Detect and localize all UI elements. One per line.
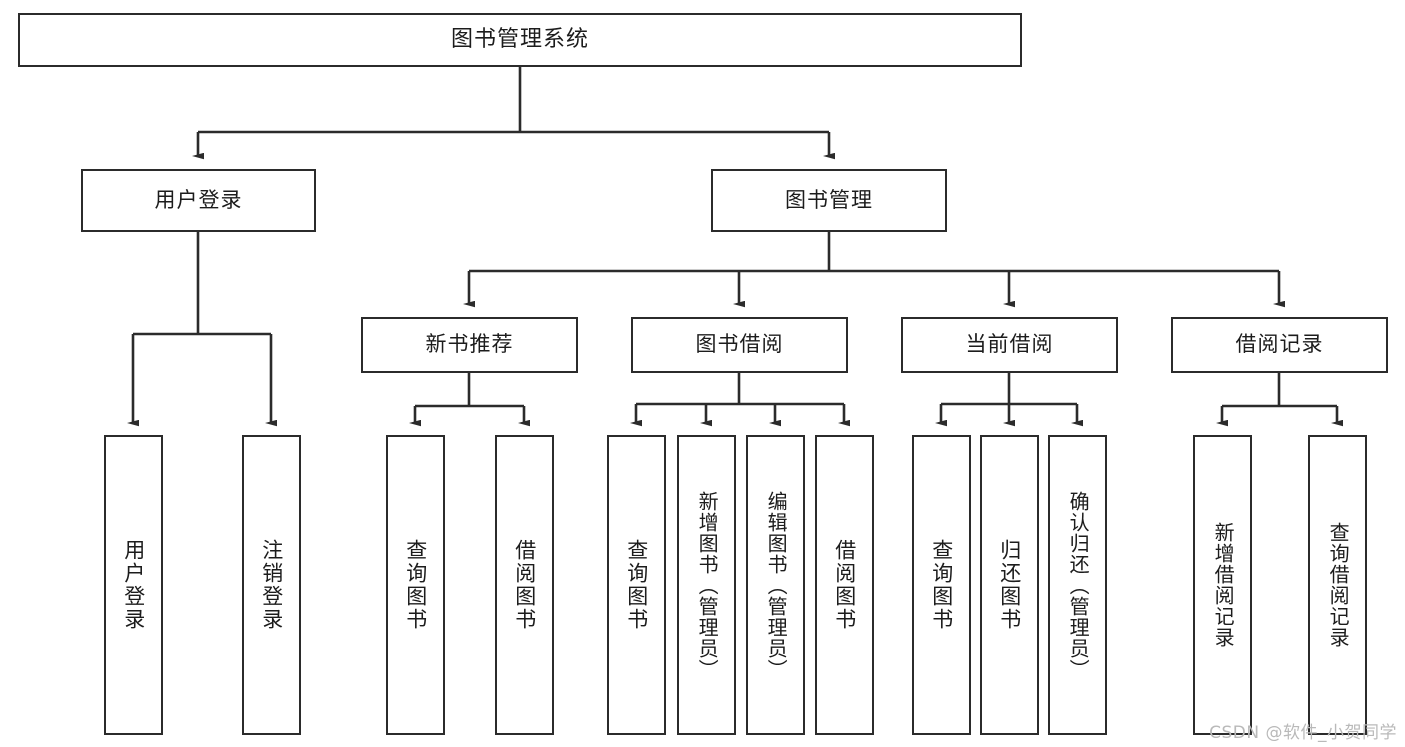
node-label: 用户登录 <box>121 539 146 631</box>
node-leaf-query-record[interactable]: 查询借阅记录 <box>1308 435 1367 735</box>
node-label: 注销登录 <box>259 539 284 631</box>
csdn-watermark: CSDN @软件_小贺同学 <box>1209 723 1397 743</box>
node-leaf-query-book-3[interactable]: 查询图书 <box>912 435 971 735</box>
node-label: 图书管理 <box>785 187 873 212</box>
node-label: 归还图书 <box>997 539 1022 631</box>
node-user-login[interactable]: 用户登录 <box>81 169 316 232</box>
node-borrow-record[interactable]: 借阅记录 <box>1171 317 1388 373</box>
node-label: 确认归还（管理员） <box>1066 490 1091 680</box>
node-label: 用户登录 <box>154 187 243 212</box>
node-label: 图书管理系统 <box>450 26 589 52</box>
node-label: 查询图书 <box>624 539 649 631</box>
node-leaf-add-record[interactable]: 新增借阅记录 <box>1193 435 1252 735</box>
node-book-borrow[interactable]: 图书借阅 <box>631 317 848 373</box>
node-new-book-recommend[interactable]: 新书推荐 <box>361 317 578 373</box>
node-label: 新书推荐 <box>425 332 514 357</box>
node-leaf-query-book-2[interactable]: 查询图书 <box>607 435 666 735</box>
node-leaf-add-book[interactable]: 新增图书（管理员） <box>677 435 736 735</box>
node-label: 编辑图书（管理员） <box>764 490 789 680</box>
node-leaf-confirm-return[interactable]: 确认归还（管理员） <box>1048 435 1107 735</box>
node-leaf-edit-book[interactable]: 编辑图书（管理员） <box>746 435 805 735</box>
node-label: 查询图书 <box>403 539 428 631</box>
node-label: 借阅记录 <box>1235 332 1324 357</box>
node-label: 新增图书（管理员） <box>695 490 720 680</box>
node-leaf-borrow-book-1[interactable]: 借阅图书 <box>495 435 554 735</box>
node-root-system[interactable]: 图书管理系统 <box>18 13 1022 67</box>
node-label: 当前借阅 <box>965 332 1054 357</box>
node-book-manage[interactable]: 图书管理 <box>711 169 947 232</box>
node-current-borrow[interactable]: 当前借阅 <box>901 317 1118 373</box>
node-leaf-query-book-1[interactable]: 查询图书 <box>386 435 445 735</box>
node-label: 查询借阅记录 <box>1326 522 1351 648</box>
node-leaf-user-login[interactable]: 用户登录 <box>104 435 163 735</box>
node-label: 查询图书 <box>929 539 954 631</box>
node-leaf-borrow-book-2[interactable]: 借阅图书 <box>815 435 874 735</box>
node-label: 新增借阅记录 <box>1211 522 1236 648</box>
node-label: 借阅图书 <box>512 539 537 631</box>
node-leaf-logout-login[interactable]: 注销登录 <box>242 435 301 735</box>
node-label: 图书借阅 <box>695 332 784 357</box>
node-label: 借阅图书 <box>832 539 857 631</box>
node-leaf-return-book[interactable]: 归还图书 <box>980 435 1039 735</box>
